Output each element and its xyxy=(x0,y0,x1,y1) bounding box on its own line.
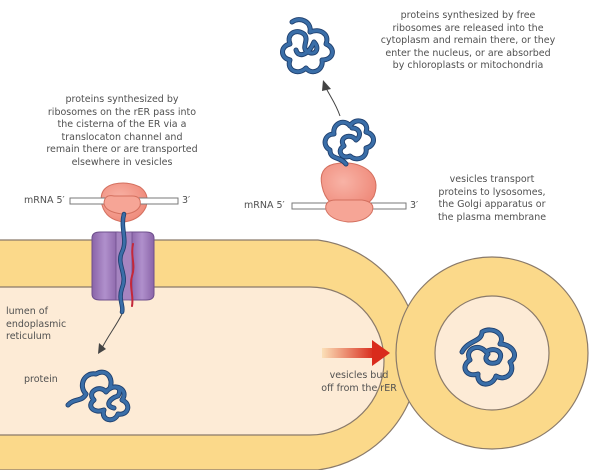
mrna-left-5prime-label: mRNA 5′ xyxy=(24,195,65,206)
release-arrow xyxy=(322,80,341,117)
vesicles-bud-caption: vesicles bud off from the rER xyxy=(321,370,397,394)
mrna-right-5prime-label: mRNA 5′ xyxy=(244,200,285,211)
free-ribosome xyxy=(291,162,407,223)
channel-right-half xyxy=(129,231,155,301)
mrna-left-3prime-label: 3′ xyxy=(182,195,191,206)
nascent-polypeptide xyxy=(118,211,135,315)
er-lumen xyxy=(0,286,385,436)
ribosome-small-subunit-left xyxy=(103,195,141,215)
mrna-right-3prime-label: 3′ xyxy=(410,200,419,211)
channel-left-half xyxy=(91,231,119,301)
channel-to-protein-arrow xyxy=(98,313,123,354)
protein-from-free-ribosome xyxy=(322,118,376,167)
free-ribosome-caption: proteins synthesized by free ribosomes a… xyxy=(380,10,556,71)
ribosome-small-subunit-right xyxy=(325,199,374,223)
rer-ribosome-caption: proteins synthesized by ribosomes on the… xyxy=(46,94,198,168)
protein-label: protein xyxy=(24,374,58,385)
protein-in-lumen xyxy=(65,369,131,423)
vesicles-transport-caption: vesicles transport proteins to lysosomes… xyxy=(437,174,547,223)
bound-ribosome xyxy=(69,182,179,223)
protein-in-vesicle xyxy=(459,327,517,387)
vesicle xyxy=(395,256,589,450)
released-protein xyxy=(280,17,335,75)
translocation-channel xyxy=(91,231,155,301)
lumen-label: lumen of endoplasmic reticulum xyxy=(6,306,67,342)
vesicle-bud-arrow xyxy=(322,340,390,366)
vesicle-lumen xyxy=(434,295,550,411)
